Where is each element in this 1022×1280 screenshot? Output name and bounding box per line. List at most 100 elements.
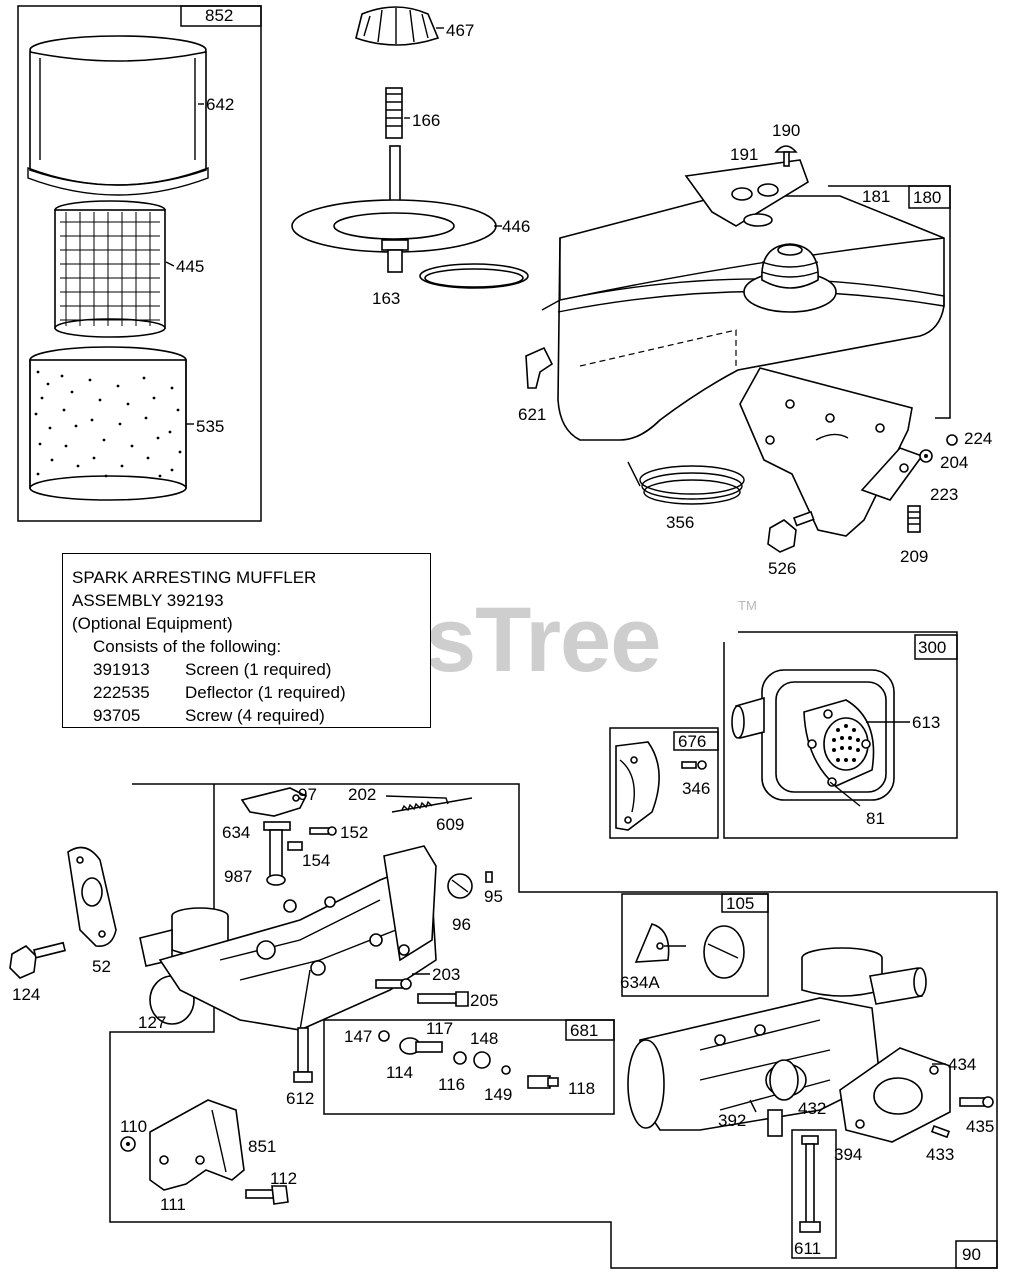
screw-152[interactable]	[309, 826, 337, 836]
tank-screw-190[interactable]	[774, 145, 798, 167]
bolt-526[interactable]	[767, 510, 815, 553]
bowl-432[interactable]	[767, 1059, 799, 1137]
callout-111: 111	[160, 1195, 186, 1214]
pin-433[interactable]	[930, 1124, 951, 1139]
fuel-cap[interactable]	[355, 6, 440, 46]
fuel-tank-gasket[interactable]	[291, 199, 529, 289]
governor-link-202[interactable]	[385, 795, 449, 805]
callout-204: 204	[940, 453, 968, 472]
bolt-124[interactable]	[9, 941, 67, 979]
screw-205[interactable]	[417, 991, 469, 1007]
fuel-cap-parts: 467 166 446 163	[291, 6, 530, 308]
nut-110[interactable]	[120, 1136, 136, 1152]
throttle-shaft-634[interactable]	[263, 821, 291, 879]
choke-valve-96[interactable]	[447, 873, 473, 899]
fuel-tank-label-box	[908, 185, 951, 209]
callout-147: 147	[344, 1027, 372, 1046]
tank-mount-screw-224[interactable]	[946, 434, 958, 446]
part-116[interactable]	[453, 1051, 467, 1065]
screw-435[interactable]	[959, 1096, 994, 1108]
screw-95[interactable]	[485, 871, 493, 883]
callout-81: 81	[866, 809, 885, 828]
note-title-line-1: SPARK ARRESTING MUFFLER	[72, 568, 317, 587]
callout-433: 433	[926, 1145, 954, 1164]
muffler[interactable]	[731, 669, 895, 801]
seal-987[interactable]	[266, 874, 286, 886]
callout-609: 609	[436, 815, 464, 834]
carburetor-lower-body[interactable]	[627, 947, 927, 1131]
callout-394: 394	[834, 1145, 862, 1164]
callout-118: 118	[568, 1079, 595, 1098]
spring-609[interactable]	[391, 797, 473, 813]
choke-plate-634a[interactable]	[634, 923, 686, 963]
callout-446: 446	[502, 217, 530, 236]
callout-190: 190	[772, 121, 800, 140]
callout-356: 356	[666, 513, 694, 532]
muffler-deflector[interactable]	[615, 741, 660, 831]
part-147[interactable]	[378, 1030, 390, 1042]
note-title-line-2: ASSEMBLY 392193	[72, 591, 224, 610]
deflector-screw-346[interactable]	[681, 760, 707, 770]
air-filter-cartridge[interactable]	[54, 200, 166, 338]
callout-127: 127	[138, 1013, 166, 1032]
part-149[interactable]	[501, 1065, 511, 1075]
fuel-line-356[interactable]	[627, 461, 745, 505]
spring-209[interactable]	[907, 505, 921, 533]
air-cleaner-label-box	[180, 5, 262, 27]
group-label-676: 676	[678, 732, 706, 751]
gasket-52[interactable]	[67, 846, 117, 947]
diaphragm-394[interactable]	[839, 1047, 951, 1143]
callout-152: 152	[340, 823, 368, 842]
watermark-trademark: TM	[738, 598, 757, 613]
bolt-611[interactable]	[799, 1135, 821, 1233]
spring-154[interactable]	[287, 841, 303, 851]
fuel-screen-stem[interactable]	[385, 87, 403, 243]
muffler-label-box	[914, 634, 958, 660]
callout-52: 52	[92, 957, 111, 976]
pre-cleaner[interactable]	[29, 346, 187, 501]
choke-kit-label-box	[565, 1019, 615, 1041]
screw-203[interactable]	[375, 978, 412, 990]
callout-535: 535	[196, 417, 224, 436]
note-item-part: 222535	[93, 683, 150, 702]
carburetor-body[interactable]	[139, 845, 437, 1031]
callout-181: 181	[862, 187, 890, 206]
tank-bracket[interactable]	[739, 367, 924, 537]
screw-612[interactable]	[293, 1027, 313, 1083]
callout-154: 154	[302, 851, 330, 870]
callout-224: 224	[964, 429, 992, 448]
muffler-guard-label-box	[673, 731, 719, 751]
callout-613: 613	[912, 713, 940, 732]
callout-149: 149	[484, 1085, 512, 1104]
fuel-tank[interactable]	[541, 195, 945, 441]
callout-434: 434	[948, 1055, 976, 1074]
callout-392: 392	[718, 1111, 746, 1130]
screw-118[interactable]	[527, 1075, 559, 1089]
note-item: 391913 Screen (1 required)	[72, 658, 430, 681]
group-label-681: 681	[570, 1021, 598, 1040]
callout-634: 634	[222, 823, 250, 842]
callout-148: 148	[470, 1029, 498, 1048]
callout-612: 612	[286, 1089, 314, 1108]
tank-washer-204[interactable]	[919, 449, 933, 463]
callout-114: 114	[386, 1063, 413, 1082]
screw-112[interactable]	[245, 1185, 289, 1205]
needle-117[interactable]	[399, 1037, 443, 1055]
callout-203: 203	[432, 965, 460, 984]
air-cleaner-cover[interactable]	[27, 35, 209, 196]
callout-642: 642	[206, 95, 234, 114]
throttle-lever-97[interactable]	[240, 787, 308, 817]
fuel-fitting[interactable]	[381, 239, 409, 273]
callout-124: 124	[12, 985, 40, 1004]
governor-bracket[interactable]	[149, 1099, 245, 1191]
muffler-group: 300 613 81	[723, 631, 958, 839]
note-item: 93705 Screw (4 required)	[72, 704, 430, 727]
fuel-tank-gasket-plate[interactable]	[684, 159, 809, 227]
callout-209: 209	[900, 547, 928, 566]
choke-cap[interactable]	[703, 925, 745, 979]
tank-clip-621[interactable]	[525, 346, 554, 389]
note-optional: (Optional Equipment)	[72, 614, 233, 633]
part-148[interactable]	[473, 1051, 491, 1069]
fuel-tank-group: 180 181 191 190 621	[518, 121, 992, 578]
